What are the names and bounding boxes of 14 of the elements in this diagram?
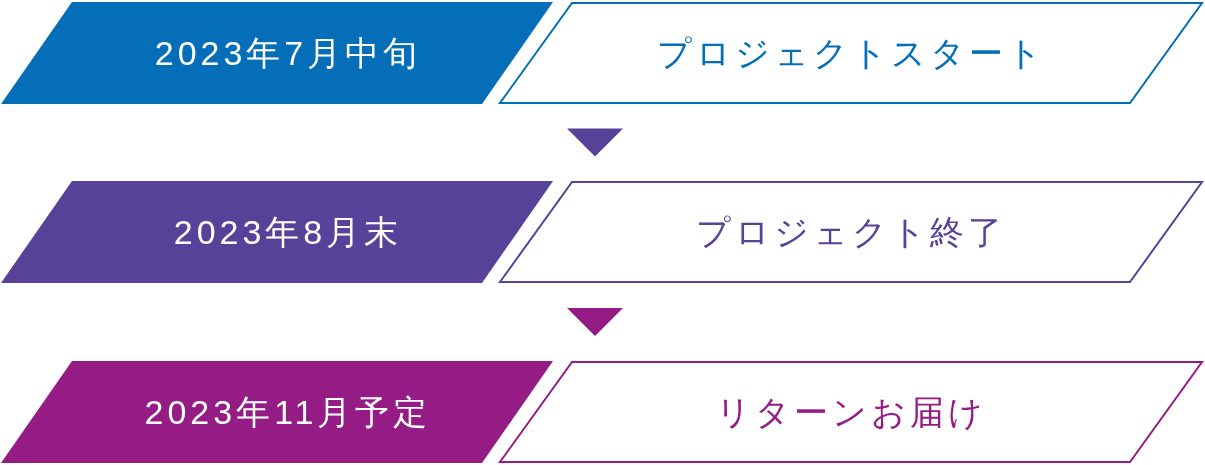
event-label: プロジェクトスタート (656, 32, 1046, 74)
date-label: 2023年11月予定 (144, 391, 432, 433)
date-banner (1, 361, 553, 463)
date-banner (1, 181, 553, 283)
event-box (499, 181, 1203, 283)
date-banner (1, 2, 553, 104)
event-label: リターンお届け (715, 391, 987, 433)
date-label: 2023年8月末 (173, 211, 403, 253)
event-box (499, 361, 1203, 463)
event-box (499, 2, 1203, 104)
down-arrow (567, 308, 623, 336)
date-label: 2023年7月中旬 (154, 32, 422, 74)
down-arrow (567, 128, 623, 157)
event-label: プロジェクト終了 (696, 211, 1006, 253)
